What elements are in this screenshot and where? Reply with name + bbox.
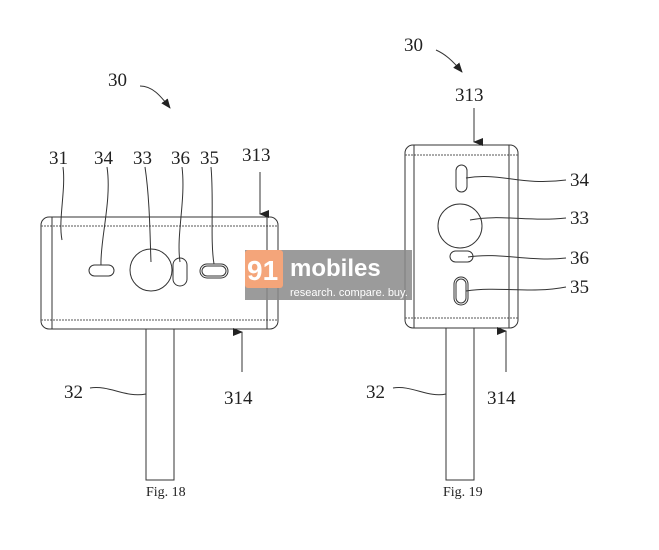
watermark-number: 91	[247, 255, 278, 286]
label-32: 32	[64, 382, 83, 403]
label-36: 36	[171, 148, 190, 169]
label-31: 31	[49, 148, 68, 169]
label-34: 34	[570, 170, 590, 191]
label-36: 36	[570, 248, 589, 269]
watermark-91mobiles: 91 mobiles research. compare. buy.	[245, 250, 412, 300]
label-30: 30	[108, 70, 127, 91]
label-313: 313	[455, 85, 484, 106]
figure-18: 30 31 34 33 36 35 313 314 32 Fig. 18	[40, 70, 279, 500]
caption-fig-19: Fig. 19	[443, 485, 483, 500]
label-33: 33	[570, 208, 589, 229]
watermark-tagline: research. compare. buy.	[290, 287, 408, 299]
label-30: 30	[404, 35, 423, 56]
label-34: 34	[94, 148, 114, 169]
label-35: 35	[570, 277, 589, 298]
lens-33	[437, 203, 483, 249]
label-35: 35	[200, 148, 219, 169]
housing-body	[404, 144, 519, 329]
label-32: 32	[366, 382, 385, 403]
stem	[145, 328, 175, 481]
caption-fig-18: Fig. 18	[146, 485, 186, 500]
slot-34	[88, 264, 115, 277]
label-314: 314	[224, 388, 253, 409]
label-33: 33	[133, 148, 152, 169]
slot-36	[172, 257, 188, 287]
stem	[445, 327, 475, 481]
figure-19: 30 313 34 33 36 35 32 314 Fig. 19	[366, 35, 590, 500]
housing-body	[40, 216, 279, 330]
watermark-name: mobiles	[290, 255, 381, 282]
label-313: 313	[242, 145, 271, 166]
slot-34	[455, 164, 468, 193]
label-314: 314	[487, 388, 516, 409]
